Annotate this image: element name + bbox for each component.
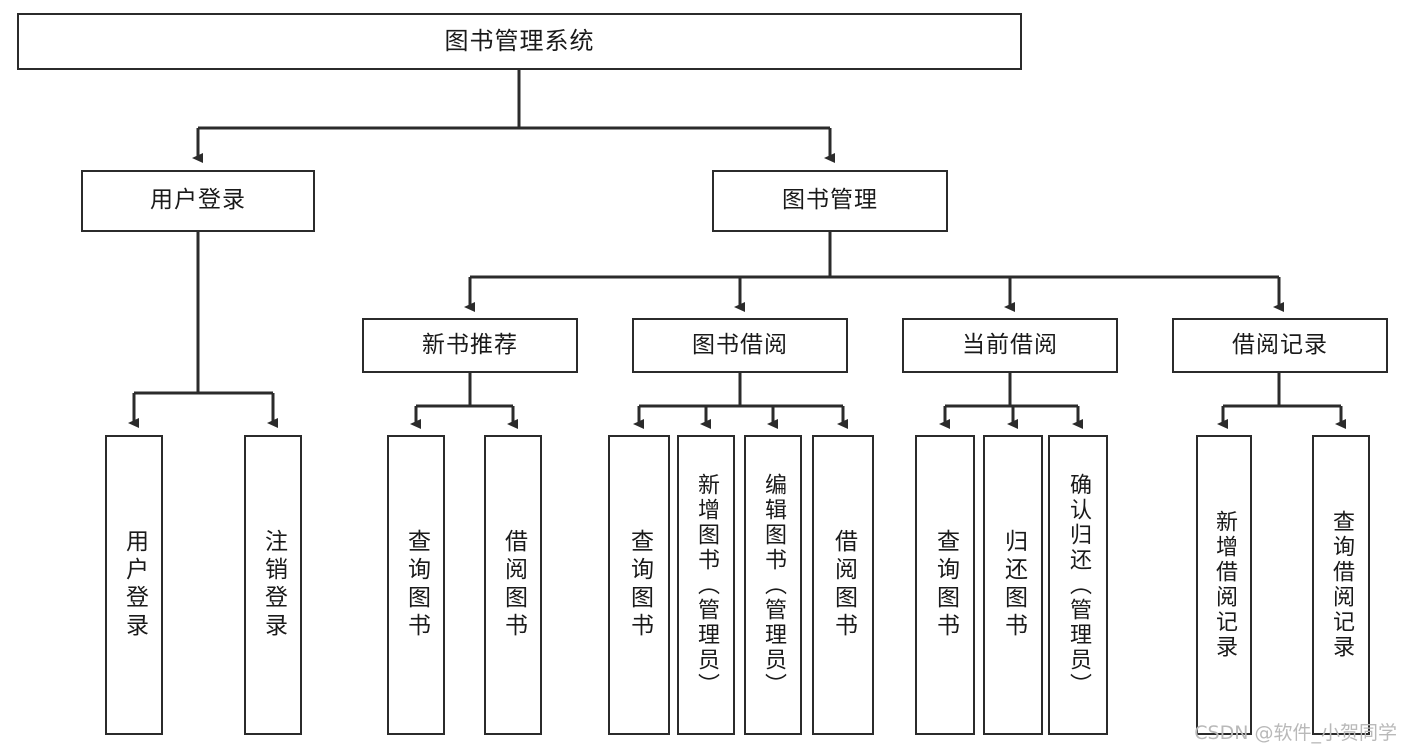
node-label: 确认归还（管理员） bbox=[1066, 472, 1091, 698]
node-borrow-record[interactable]: 借阅记录 bbox=[1172, 318, 1388, 373]
node-book-borrow[interactable]: 图书借阅 bbox=[632, 318, 848, 373]
node-label: 归还图书 bbox=[1000, 529, 1027, 641]
node-label: 当前借阅 bbox=[962, 331, 1058, 358]
node-leaf-query-book-recommend[interactable]: 查询图书 bbox=[387, 435, 445, 735]
node-leaf-query-borrow-record[interactable]: 查询借阅记录 bbox=[1312, 435, 1370, 735]
node-new-book-recommend[interactable]: 新书推荐 bbox=[362, 318, 578, 373]
watermark-text: CSDN @软件_小贺同学 bbox=[1194, 722, 1397, 744]
node-label: 编辑图书（管理员） bbox=[761, 472, 786, 698]
node-label: 借阅图书 bbox=[500, 529, 527, 641]
node-label: 查询图书 bbox=[626, 529, 653, 641]
node-label: 图书管理系统 bbox=[444, 27, 595, 56]
node-label: 查询图书 bbox=[403, 529, 430, 641]
node-current-borrow[interactable]: 当前借阅 bbox=[902, 318, 1118, 373]
node-leaf-query-book-current[interactable]: 查询图书 bbox=[915, 435, 975, 735]
node-label: 图书借阅 bbox=[692, 331, 788, 358]
node-label: 借阅记录 bbox=[1232, 331, 1328, 358]
node-label: 查询借阅记录 bbox=[1329, 510, 1354, 660]
node-leaf-borrow-book-recommend[interactable]: 借阅图书 bbox=[484, 435, 542, 735]
node-label: 用户登录 bbox=[121, 529, 148, 641]
node-label: 查询图书 bbox=[932, 529, 959, 641]
node-leaf-borrow-book[interactable]: 借阅图书 bbox=[812, 435, 874, 735]
node-leaf-add-book[interactable]: 新增图书（管理员） bbox=[677, 435, 735, 735]
node-label: 新增借阅记录 bbox=[1212, 510, 1237, 660]
node-label: 用户登录 bbox=[150, 187, 246, 214]
node-leaf-user-login[interactable]: 用户登录 bbox=[105, 435, 163, 735]
node-leaf-query-book-borrow[interactable]: 查询图书 bbox=[608, 435, 670, 735]
node-label: 图书管理 bbox=[782, 187, 878, 214]
node-leaf-logout[interactable]: 注销登录 bbox=[244, 435, 302, 735]
node-leaf-add-borrow-record[interactable]: 新增借阅记录 bbox=[1196, 435, 1252, 735]
node-leaf-return-book[interactable]: 归还图书 bbox=[983, 435, 1043, 735]
node-user-login[interactable]: 用户登录 bbox=[81, 170, 315, 232]
node-label: 新增图书（管理员） bbox=[694, 472, 719, 698]
node-leaf-edit-book[interactable]: 编辑图书（管理员） bbox=[744, 435, 802, 735]
node-label: 注销登录 bbox=[260, 529, 287, 641]
node-root-book-management-system[interactable]: 图书管理系统 bbox=[17, 13, 1022, 70]
node-label: 新书推荐 bbox=[422, 331, 518, 358]
node-leaf-confirm-return[interactable]: 确认归还（管理员） bbox=[1048, 435, 1108, 735]
node-label: 借阅图书 bbox=[830, 529, 857, 641]
node-book-management[interactable]: 图书管理 bbox=[712, 170, 948, 232]
